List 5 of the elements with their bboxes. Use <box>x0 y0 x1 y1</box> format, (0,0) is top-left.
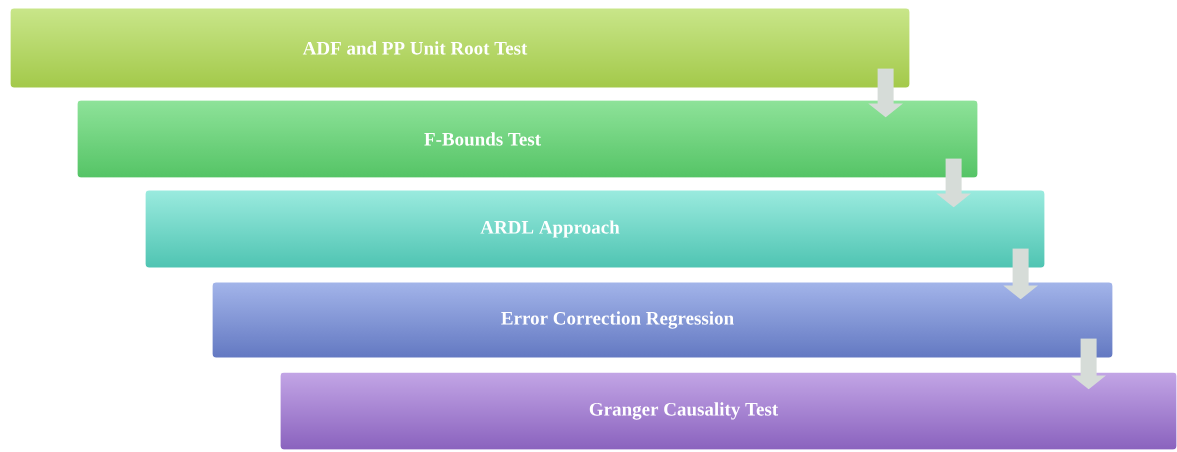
step-box: ADF and PP Unit Root Test <box>9 7 911 89</box>
step-box: Granger Causality Test <box>279 371 1177 451</box>
step-box: ARDL Approach <box>144 189 1046 269</box>
step-box: Error Correction Regression <box>211 281 1114 359</box>
step-box: F-Bounds Test <box>76 99 979 179</box>
